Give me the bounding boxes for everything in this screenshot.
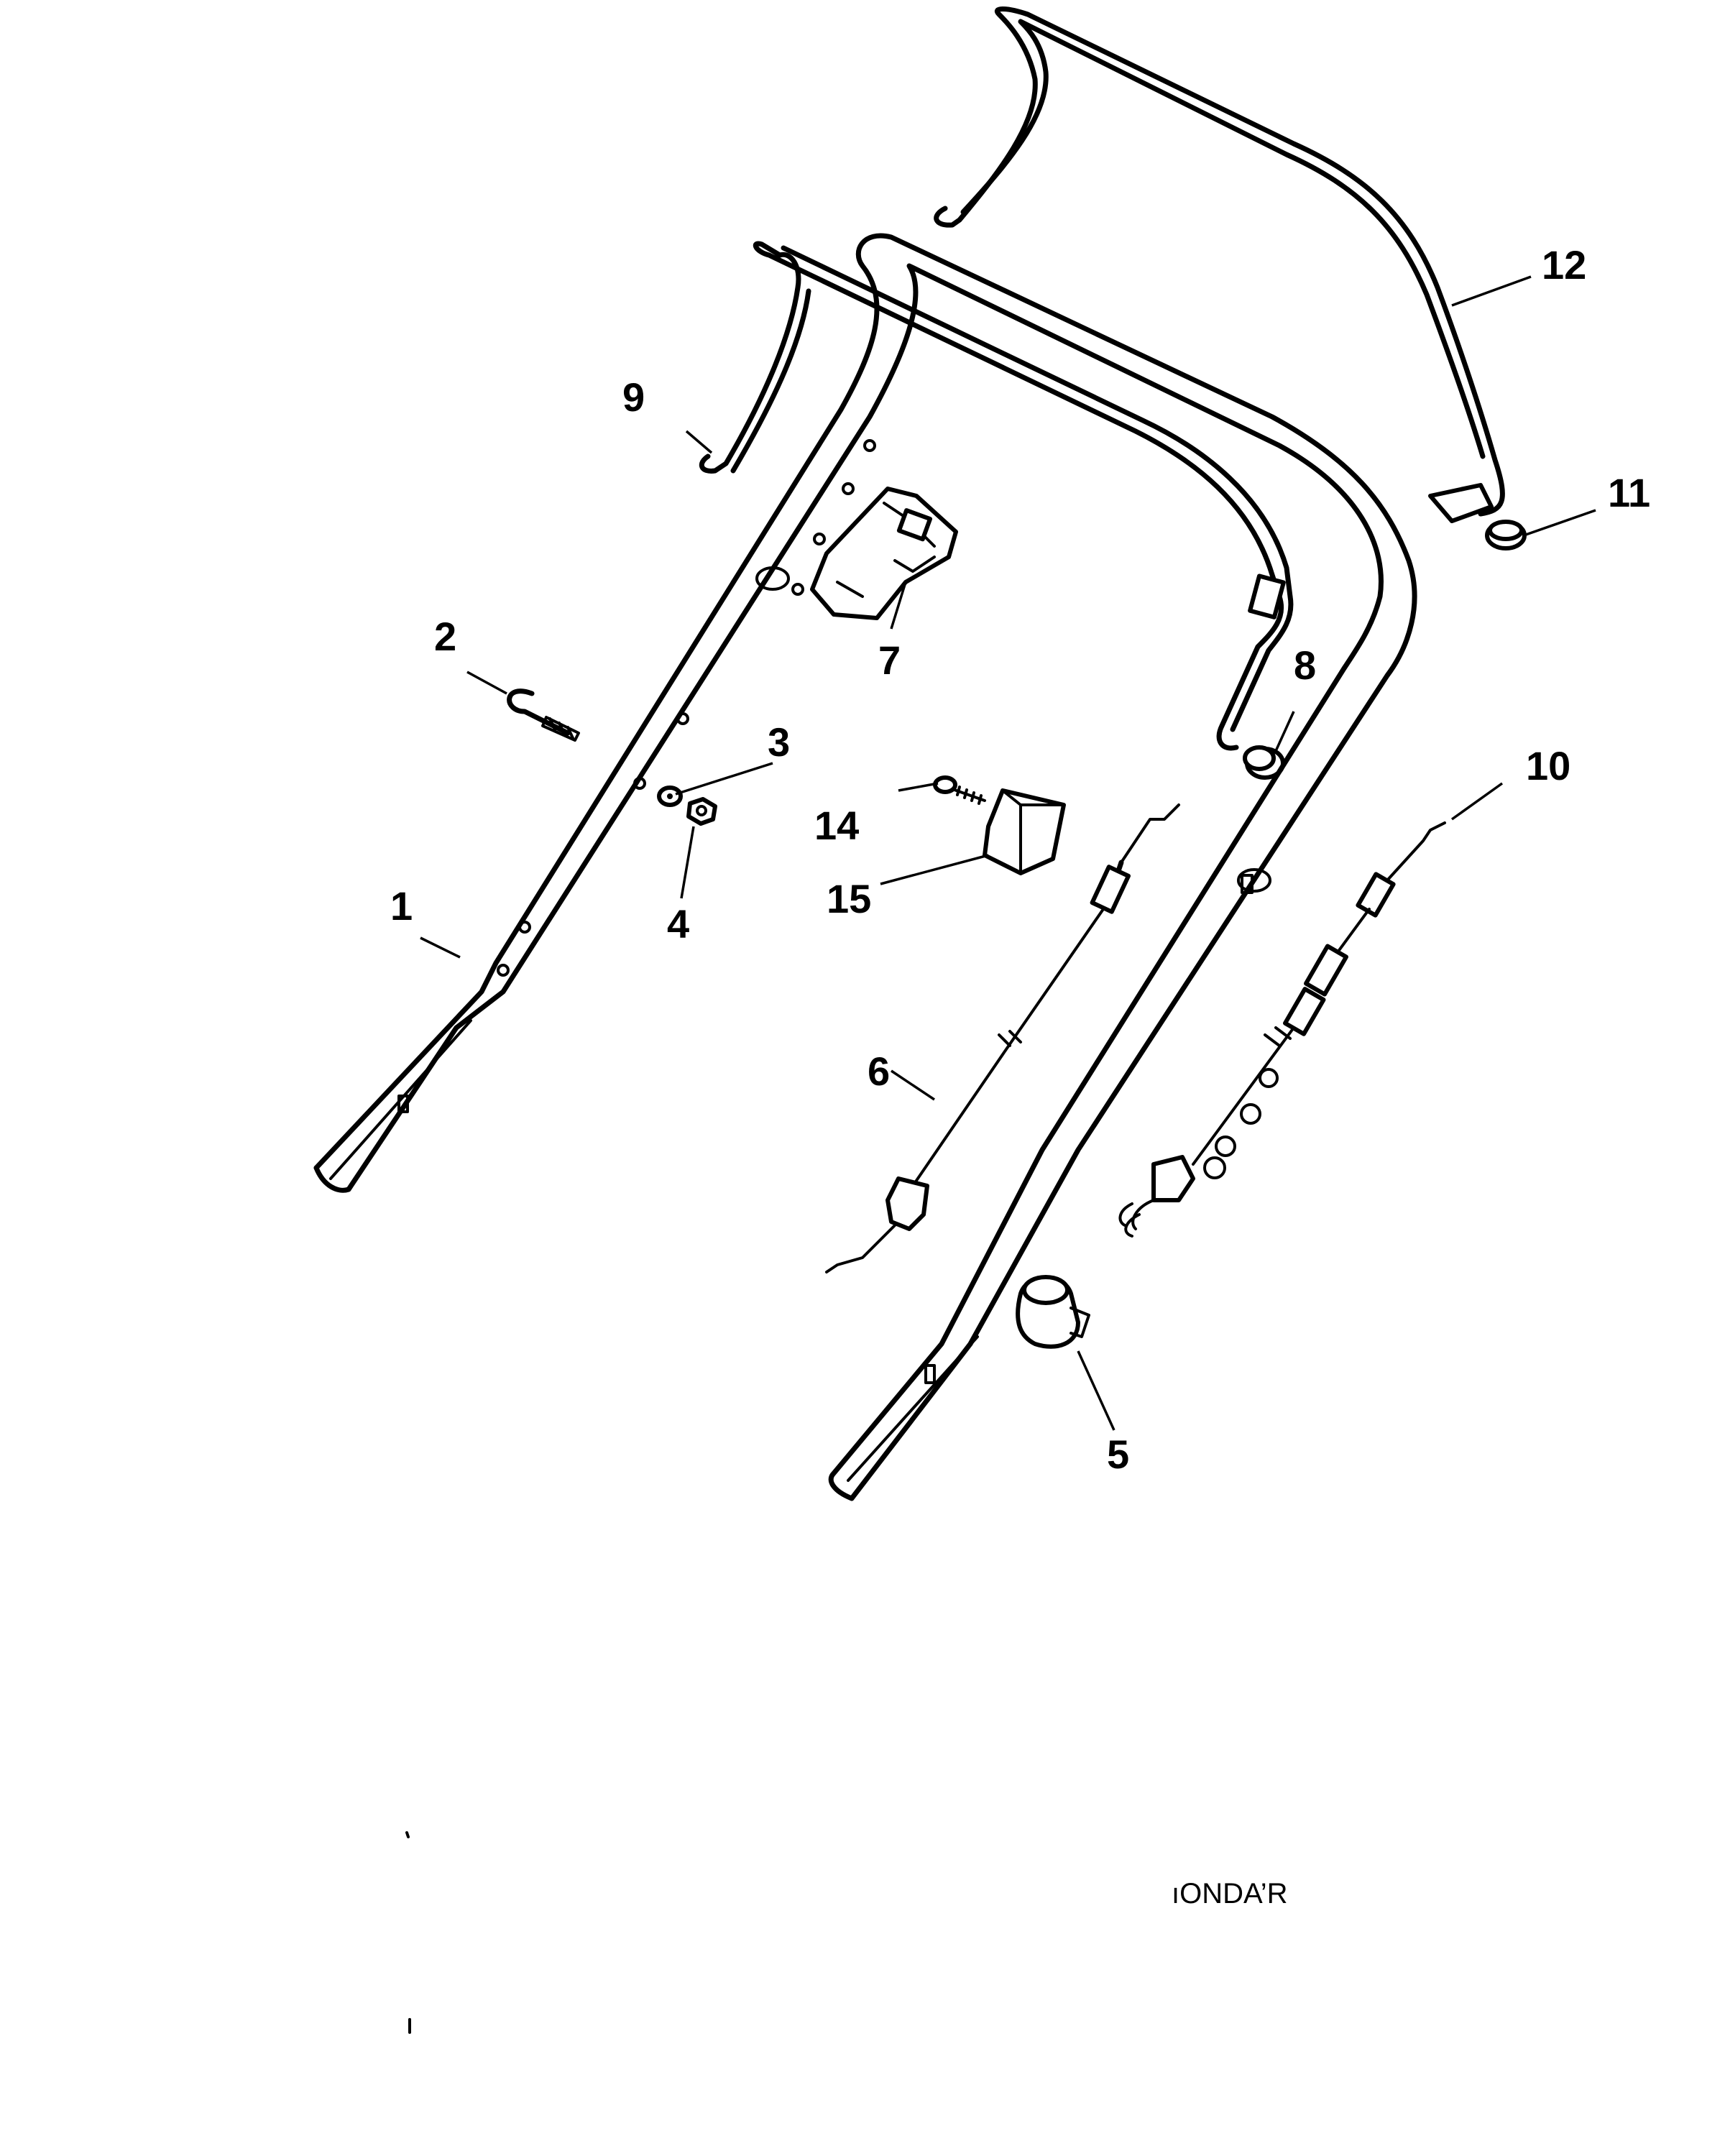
part-5-cable-clip[interactable] <box>1016 1275 1090 1349</box>
part-12-upper-bail[interactable] <box>934 6 1505 523</box>
part-3-washer[interactable] <box>657 786 683 807</box>
callout-4: 4 <box>667 901 689 946</box>
footer-fragment-text: ıONDA’R <box>1172 1878 1287 1909</box>
callout-10: 10 <box>1526 743 1570 788</box>
part-14-screw[interactable] <box>933 775 986 805</box>
callout-8: 8 <box>1294 642 1316 688</box>
part-4-nut[interactable] <box>686 797 717 826</box>
part-11-bushing[interactable] <box>1485 520 1527 550</box>
part-2-hook-bolt[interactable] <box>507 688 580 742</box>
part-7-cable-guide[interactable] <box>810 487 958 620</box>
callout-15: 15 <box>827 876 871 921</box>
footer-remnants: ıONDA’R <box>405 1831 1287 2034</box>
callout-12: 12 <box>1542 242 1586 287</box>
part-10-cable[interactable] <box>1118 821 1446 1238</box>
callout-labels: 1 2 3 4 5 6 7 8 9 10 11 12 14 15 <box>390 242 1650 1477</box>
callout-14: 14 <box>814 803 859 848</box>
callout-1: 1 <box>390 883 413 929</box>
callout-2: 2 <box>434 614 456 659</box>
callout-6: 6 <box>868 1049 890 1094</box>
leader-lines <box>420 275 1596 1431</box>
callout-5: 5 <box>1107 1432 1129 1477</box>
part-6-cable[interactable] <box>825 803 1180 1273</box>
callout-11: 11 <box>1608 470 1650 515</box>
callout-9: 9 <box>622 374 645 420</box>
callout-3: 3 <box>768 719 790 765</box>
part-15-cable-clip[interactable] <box>983 788 1066 875</box>
callout-7: 7 <box>878 637 901 683</box>
part-1-handle[interactable] <box>313 233 1417 1501</box>
part-9-lower-bail[interactable] <box>699 241 1294 751</box>
